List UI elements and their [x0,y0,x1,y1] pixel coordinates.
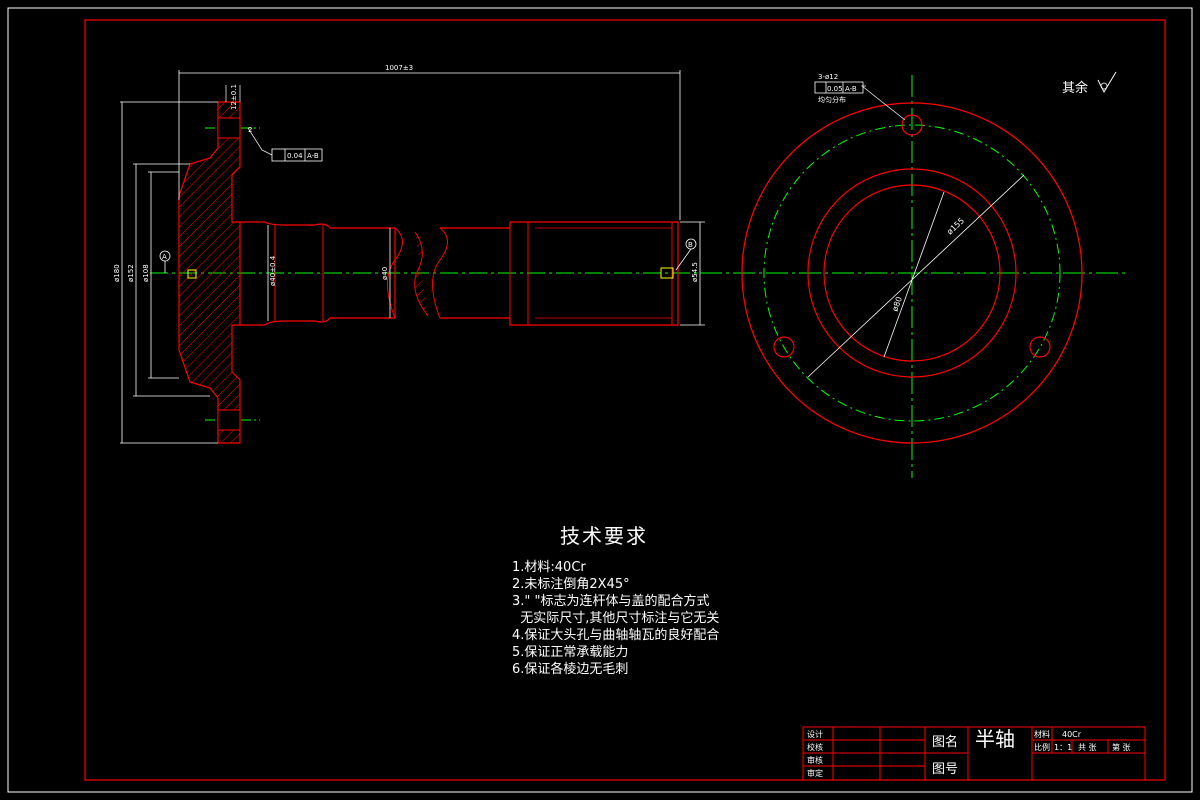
dim-bolt-circle: ø155 [945,216,966,236]
tech-requirement-item: 无实际尺寸,其他尺寸标注与它无关 [512,611,720,626]
material-label: 材料 [1034,729,1050,739]
inner-border [84,19,1166,781]
tech-requirement-item: 6.保证各棱边无毛刺 [512,662,629,677]
tech-requirement-item: 4.保证大头孔与曲轴轴瓦的良好配合 [512,628,720,643]
dim-overall-length: 1007±3 [385,64,413,72]
scale-label: 比例 [1034,742,1050,752]
flange-end-view [700,71,1125,478]
drawing-name-label: 图名 [932,734,958,750]
dim-bolt-circle-left: ø152 [127,264,135,282]
dim-flange-od: ø180 [113,264,121,282]
drawing-name: 半轴 [975,727,1015,751]
role-review: 审核 [807,755,823,765]
hole-datum: A-B [845,85,857,93]
sheet-number: 第 张 [1112,742,1131,752]
tech-requirement-item: 5.保证正常承载能力 [512,645,629,660]
surface-note: 其余 [1062,80,1088,96]
role-approve: 审定 [807,768,823,778]
outer-border [7,7,1193,793]
tolerance-value: 0.04 [287,152,303,160]
sheet-count: 共 张 [1078,743,1097,752]
role-design: 设计 [807,729,823,739]
dim-hub-dia: ø108 [142,264,150,282]
hole-tolerance: 0.05 [827,85,843,93]
drawing-no-label: 图号 [932,762,958,777]
material-value: 40Cr [1062,730,1082,739]
datum-b-symbol: B [688,241,693,249]
shaft-body [240,221,396,326]
shaft-side-view [120,70,705,444]
tolerance-datum: A-B [307,152,319,160]
dim-small: 2 [248,126,252,134]
title-block [802,726,1146,781]
tech-requirements-heading: 技术要求 [560,524,648,548]
tech-requirement-item: 1.材料:40Cr [512,560,586,575]
role-check: 校核 [807,742,823,752]
hole-distribution: 均匀分布 [818,95,846,104]
tech-requirement-item: 3." "标志为连杆体与盖的配合方式 [512,594,710,609]
hole-count-note: 3-ø12 [818,73,838,81]
datum-a-symbol: A [162,253,167,261]
tech-requirement-item: 2.未标注倒角2X45° [512,577,630,592]
dim-shaft-mid: ø40 [381,267,389,280]
dim-shaft-journal: ø40±0.4 [269,255,277,286]
dim-flange-thickness: 12±0.1 [230,84,238,110]
dim-end-dia: ø54.5 [691,262,699,282]
flange-section [178,101,241,444]
scale-value: 1：1 [1054,743,1072,752]
